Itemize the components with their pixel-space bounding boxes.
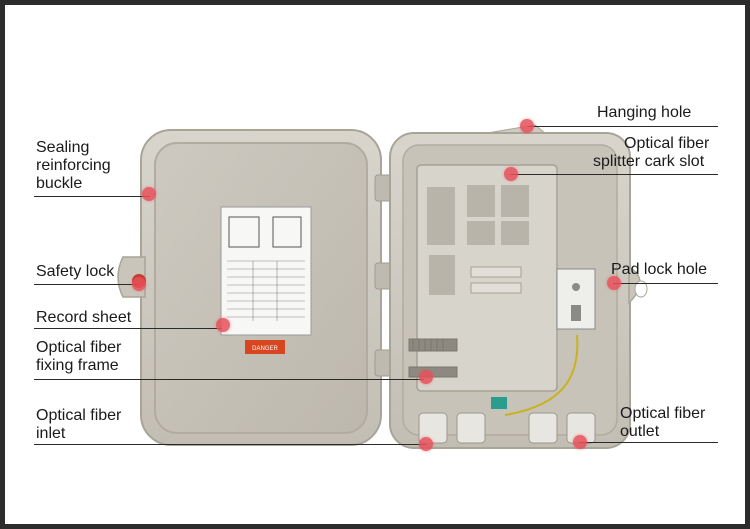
marker-fixing-frame <box>419 370 433 384</box>
fixing-frame <box>408 338 458 378</box>
splitter-tray <box>416 164 558 392</box>
label-fixing-frame-line2: fixing frame <box>36 357 119 374</box>
marker-record-sheet <box>216 318 230 332</box>
cable-glands <box>418 412 596 444</box>
leader-line-hanging-hole <box>528 126 718 127</box>
leader-line-fixing-frame <box>34 379 424 380</box>
leader-line-outlet <box>579 442 718 443</box>
marker-safety-lock <box>132 277 146 291</box>
lock-bracket <box>556 268 596 330</box>
marker-sealing-buckle <box>142 187 156 201</box>
label-hanging-hole: Hanging hole <box>597 104 692 121</box>
leader-line-sealing <box>34 196 150 197</box>
danger-sticker <box>245 340 285 354</box>
label-fixing-frame-line1: Optical fiber <box>36 339 122 356</box>
record-sheet: DANGER <box>220 206 312 354</box>
leader-line-inlet <box>34 444 426 445</box>
marker-fiber-inlet <box>419 437 433 451</box>
fiber-distribution-box-photo: DANGER <box>117 124 648 449</box>
label-safety-lock: Safety lock <box>36 263 115 280</box>
leader-line-splitter-slot <box>510 174 718 175</box>
label-outlet-line1: Optical fiber <box>620 405 706 422</box>
marker-splitter-slot <box>504 167 518 181</box>
label-splitter-slot-line1: Optical fiber <box>624 135 710 152</box>
marker-fiber-outlet <box>573 435 587 449</box>
product-photo-canvas: DANGER <box>5 5 745 524</box>
leader-line-safety-lock <box>34 284 138 285</box>
label-inlet-line2: inlet <box>36 425 66 442</box>
label-sealing-line2: reinforcing <box>36 157 111 174</box>
leader-line-pad-lock <box>613 283 718 284</box>
fiber-cable <box>504 334 579 416</box>
leader-line-record-sheet <box>34 328 222 329</box>
label-sealing-line3: buckle <box>36 175 83 192</box>
danger-sticker-text: DANGER <box>252 346 278 352</box>
label-record-sheet: Record sheet <box>36 309 132 326</box>
label-pad-lock-hole: Pad lock hole <box>611 261 708 278</box>
label-inlet-line1: Optical fiber <box>36 407 122 424</box>
label-sealing-line1: Sealing <box>36 139 90 156</box>
label-outlet-line2: outlet <box>620 423 660 440</box>
marker-pad-lock-hole <box>607 276 621 290</box>
adapter <box>491 397 507 409</box>
marker-hanging-hole <box>520 119 534 133</box>
label-splitter-slot-line2: splitter cark slot <box>593 153 705 170</box>
